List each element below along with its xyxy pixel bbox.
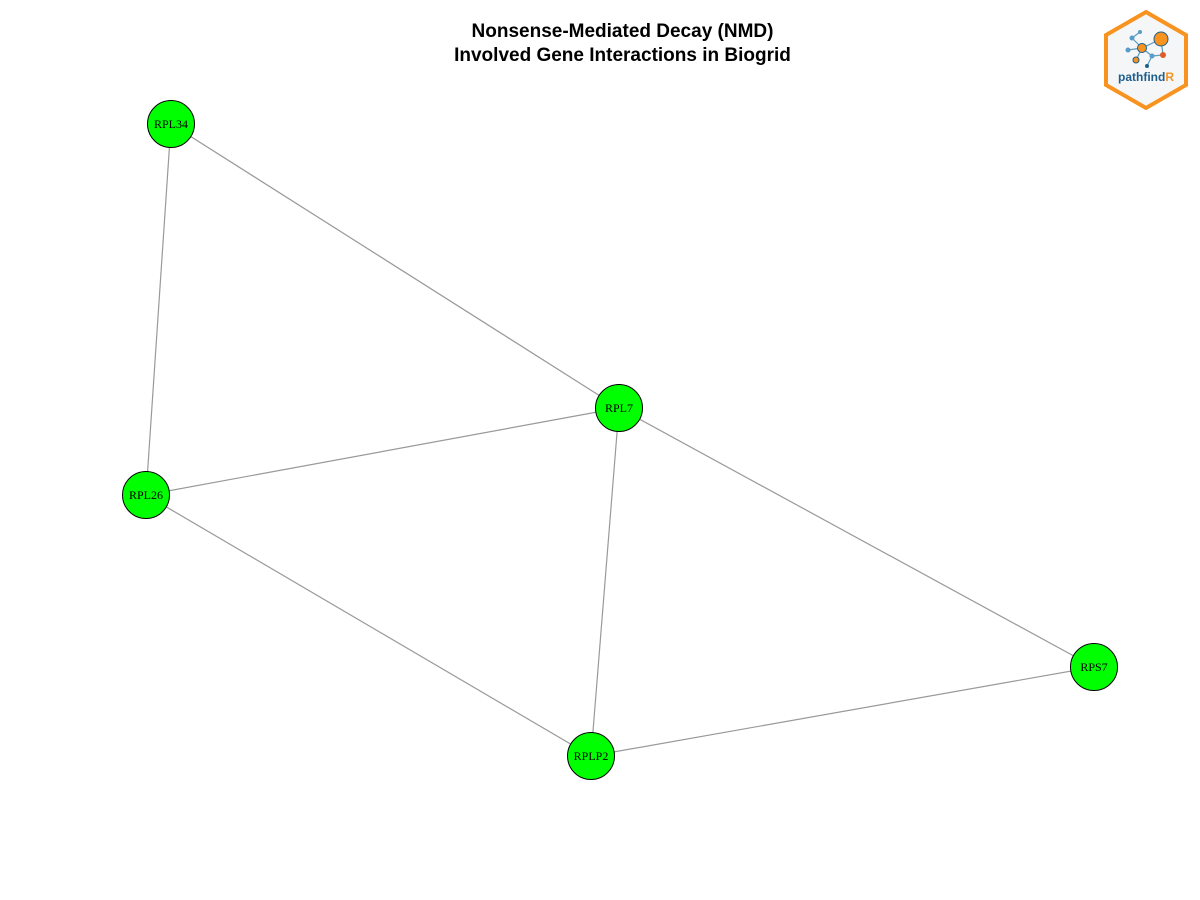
edge-rplp2-rps7 bbox=[590, 666, 1095, 757]
edge-rpl7-rps7 bbox=[618, 407, 1095, 668]
diagram-title: Nonsense-Mediated Decay (NMD) Involved G… bbox=[0, 20, 1200, 68]
pathfindr-logo: pathfindR bbox=[1100, 8, 1192, 112]
title-line-1: Nonsense-Mediated Decay (NMD) bbox=[471, 21, 774, 42]
node-rplp2: RPLP2 bbox=[567, 732, 615, 780]
node-label: RPL26 bbox=[129, 488, 163, 502]
node-label: RPL7 bbox=[605, 401, 633, 415]
node-rpl26: RPL26 bbox=[122, 471, 170, 519]
node-label: RPS7 bbox=[1080, 660, 1107, 674]
logo-text-accent: R bbox=[1165, 70, 1174, 84]
node-circle bbox=[595, 384, 643, 432]
node-rpl34: RPL34 bbox=[147, 100, 195, 148]
logo-wordmark: pathfindR bbox=[1100, 70, 1192, 84]
node-rps7: RPS7 bbox=[1070, 643, 1118, 691]
hexagon-network-icon bbox=[1104, 9, 1188, 111]
node-circle bbox=[147, 100, 195, 148]
edge-rpl26-rpl7 bbox=[145, 407, 620, 496]
edge-rpl26-rplp2 bbox=[145, 494, 592, 757]
title-line-2: Involved Gene Interactions in Biogrid bbox=[454, 45, 791, 66]
edge-rpl34-rpl7 bbox=[170, 123, 620, 409]
logo-text-main: pathfind bbox=[1118, 70, 1166, 84]
edge-rpl7-rplp2 bbox=[590, 407, 620, 757]
edge-rpl34-rpl26 bbox=[145, 123, 172, 496]
node-label: RPL34 bbox=[154, 117, 188, 131]
node-label: RPLP2 bbox=[574, 749, 609, 763]
node-circle bbox=[1070, 643, 1118, 691]
node-rpl7: RPL7 bbox=[595, 384, 643, 432]
edges-layer bbox=[145, 123, 1095, 757]
node-circle bbox=[122, 471, 170, 519]
node-circle bbox=[567, 732, 615, 780]
